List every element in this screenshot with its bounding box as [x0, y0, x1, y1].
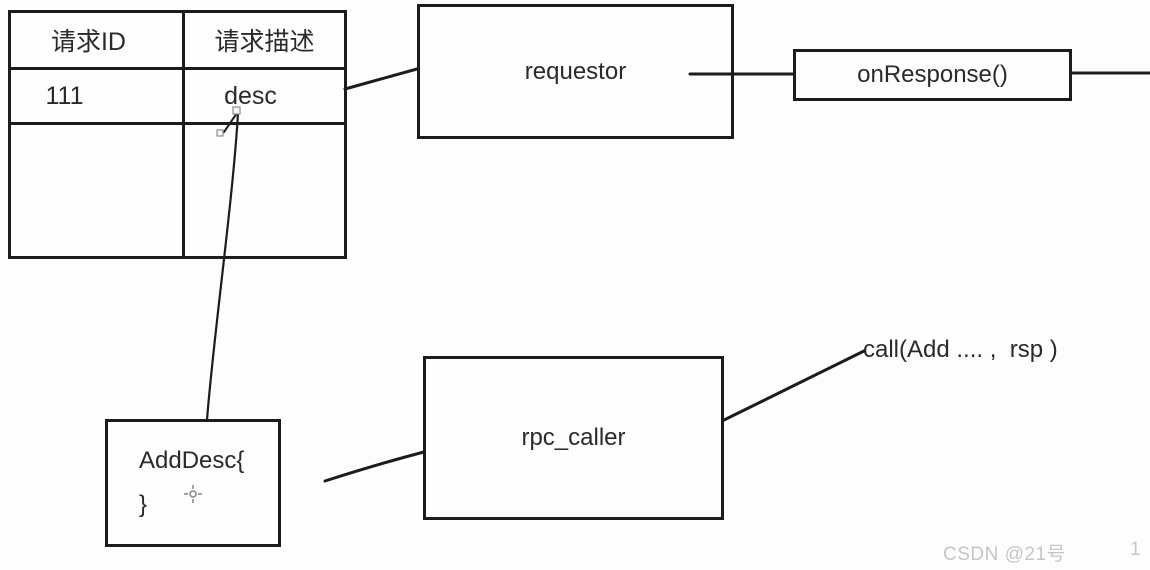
connector-adddesc-to-rpccaller: [323, 450, 426, 483]
cell-request-id-value: 111: [45, 81, 84, 110]
table-cell-request-id: 111: [11, 70, 182, 122]
table-header-divider: [11, 67, 344, 70]
add-desc-line2: }: [139, 491, 148, 518]
cell-request-desc-value: desc: [224, 81, 277, 110]
on-response-box: onResponse(): [793, 49, 1072, 101]
connector-table-to-requestor: [343, 67, 419, 91]
header-request-id-label: 请求ID: [50, 28, 126, 56]
request-table: 请求ID 请求描述 111 desc: [8, 10, 347, 259]
on-response-label: onResponse(): [857, 61, 1008, 88]
rpc-caller-box: rpc_caller: [423, 356, 724, 520]
table-column-divider: [182, 13, 185, 256]
watermark-page-number: 1: [1130, 539, 1142, 560]
add-desc-box: AddDesc{ }: [105, 419, 281, 547]
table-header-request-id: 请求ID: [11, 13, 182, 67]
table-cell-request-desc: desc: [185, 70, 344, 122]
call-annotation: call(Add .... , rsp ): [863, 336, 1058, 363]
watermark-text: CSDN @21号: [943, 544, 1067, 565]
connector-rpccaller-to-call: [722, 349, 866, 422]
requestor-box: requestor: [417, 4, 734, 139]
rpc-caller-label: rpc_caller: [521, 424, 626, 451]
table-header-request-desc: 请求描述: [185, 13, 344, 67]
header-request-desc-label: 请求描述: [214, 28, 315, 56]
table-row-divider: [11, 122, 344, 125]
requestor-label: requestor: [524, 57, 627, 85]
add-desc-line1: AddDesc{: [139, 447, 245, 474]
